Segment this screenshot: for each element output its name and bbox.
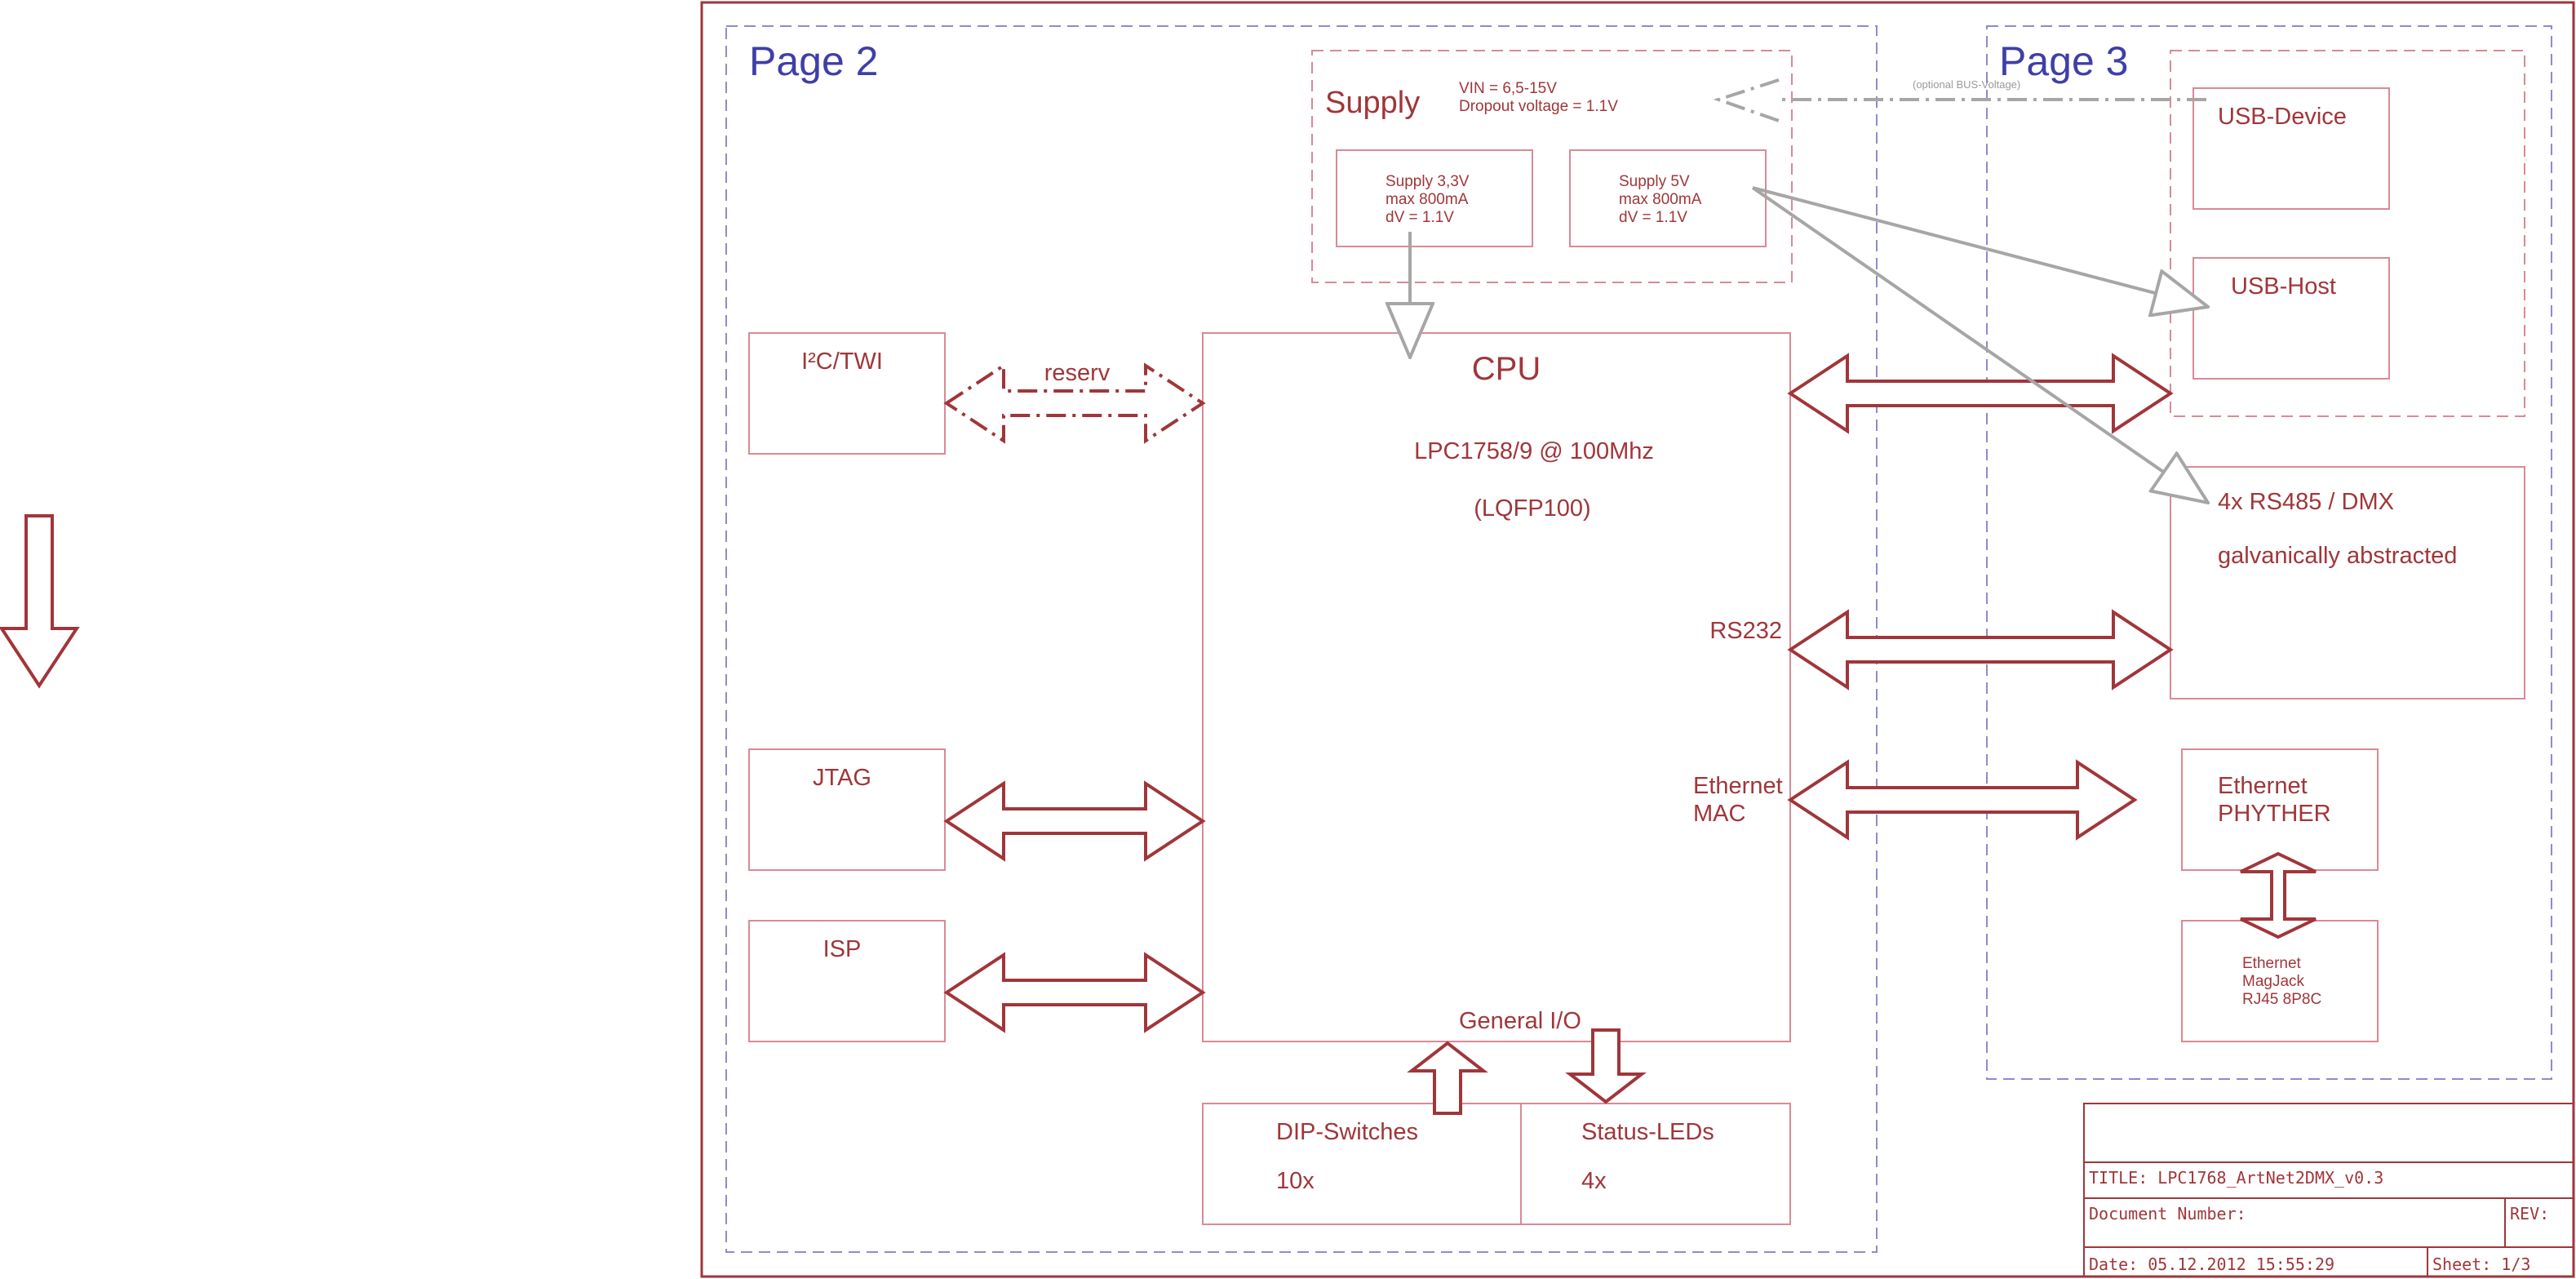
jtag-label: JTAG [813, 765, 871, 791]
status-leds-label: Status-LEDs [1581, 1119, 1714, 1145]
ethernet-phy-label2: PHYTHER [2218, 801, 2331, 827]
usb-host-box [2192, 257, 2390, 380]
supply-5v-line2: max 800mA [1619, 191, 1702, 208]
usb-device-label: USB-Device [2218, 104, 2347, 130]
title-text: TITLE: LPC1768_ArtNet2DMX_v0.3 [2089, 1168, 2383, 1188]
i2c-cpu-arrow [943, 362, 1206, 444]
rs485-label: 4x RS485 / DMX [2218, 489, 2394, 515]
rs485-box [2170, 466, 2525, 699]
supply-5v-to-usbhost-line [1752, 186, 2208, 307]
supply-region [1311, 50, 1793, 283]
jtag-cpu-arrow [943, 780, 1206, 862]
cpu-package: (LQFP100) [1474, 495, 1590, 522]
usb-region [2170, 50, 2525, 417]
cpu-box [1202, 332, 1791, 1042]
sheet-text: Sheet: 1/3 [2432, 1255, 2530, 1274]
usb-host-label: USB-Host [2231, 273, 2336, 300]
jtag-box [748, 748, 946, 871]
page2-label: Page 2 [749, 38, 878, 84]
i2c-box [748, 332, 946, 455]
cpu-usb-arrow [1787, 353, 2174, 434]
supply-dropout: Dropout voltage = 1.1V [1459, 98, 1618, 115]
phy-magjack-arrow [2240, 851, 2317, 939]
cpu-model: LPC1758/9 @ 100Mhz [1414, 438, 1654, 464]
cpu-to-leds-arrow [1565, 1028, 1647, 1104]
cpu-ethernet-arrow [1787, 759, 2138, 841]
reserv-label: reserv [1044, 360, 1111, 386]
isp-cpu-arrow [943, 952, 1206, 1033]
supply-vin: VIN = 6,5-15V [1459, 80, 1557, 97]
status-leds-count: 4x [1581, 1168, 1607, 1194]
supply-5v-line3: dV = 1.1V [1619, 209, 1687, 226]
cpu-ethernet-label: Ethernet [1693, 773, 1783, 799]
galvanic-label: galvanically abstracted [2218, 543, 2457, 569]
page3-label: Page 3 [1999, 38, 2128, 84]
supply-5v-line1: Supply 5V [1619, 173, 1690, 190]
date-text: Date: 05.12.2012 15:55:29 [2089, 1255, 2334, 1274]
cpu-mac-label: MAC [1693, 801, 1745, 827]
cpu-rs485-arrow [1787, 609, 2174, 691]
dip-to-cpu-arrow [1407, 1041, 1488, 1115]
document-number: Document Number: [2089, 1204, 2246, 1223]
page2-region [725, 25, 1878, 1253]
magjack-line3: RJ45 8P8C [2242, 991, 2321, 1008]
revision: REV: [2510, 1204, 2549, 1223]
sheet-frame [700, 1, 2575, 1278]
supply-3v3-line2: max 800mA [1386, 191, 1469, 208]
supply-3v3-line3: dV = 1.1V [1386, 209, 1454, 226]
title-block [2083, 1103, 2574, 1277]
dip-switches-count: 10x [1276, 1168, 1315, 1194]
isp-box [748, 920, 946, 1042]
page-continue-arrow [0, 514, 80, 689]
isp-label: ISP [823, 936, 862, 962]
i2c-label: I²C/TWI [801, 349, 883, 375]
dip-switches-label: DIP-Switches [1276, 1119, 1418, 1145]
optional-bus-note: (optional BUS-Voltage) [1913, 78, 2020, 91]
optional-bus-arrowhead [1713, 78, 1780, 122]
supply-3v3-box [1336, 149, 1533, 247]
cpu-title: CPU [1472, 351, 1541, 387]
connector-arrows [0, 353, 2317, 1115]
cpu-gpio-label: General I/O [1459, 1008, 1581, 1034]
magjack-line1: Ethernet [2242, 955, 2302, 972]
cpu-rs232-label: RS232 [1709, 618, 1782, 644]
supply-title: Supply [1325, 86, 1420, 120]
supply-5v-to-rs485-line [1751, 186, 2208, 503]
supply-3v3-line1: Supply 3,3V [1386, 173, 1470, 190]
magjack-line2: MagJack [2242, 973, 2305, 990]
ethernet-phy-label1: Ethernet [2218, 773, 2308, 799]
usb-device-box [2192, 87, 2390, 210]
